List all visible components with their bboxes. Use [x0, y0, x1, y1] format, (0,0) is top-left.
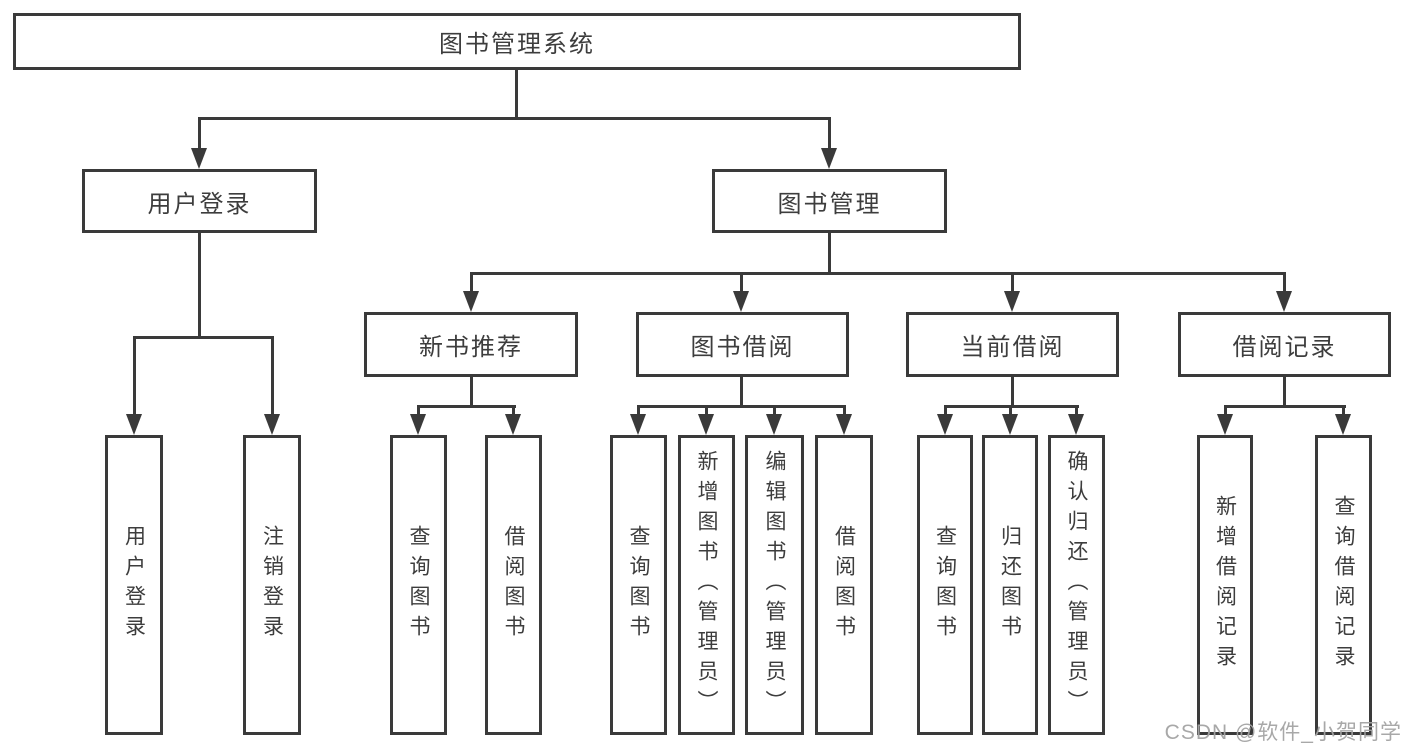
leaf-borrow-query: 查询图书: [610, 435, 667, 735]
arrowhead-br2: [1335, 414, 1351, 435]
connector-stem-bb2: [705, 405, 708, 417]
arrowhead-bb3: [766, 414, 782, 435]
leaf-newbook-query-label: 查询图书: [407, 525, 430, 645]
connector-stem-nb2: [512, 405, 515, 417]
leaf-borrow-edit-admin-label: 编辑图书（管理员）: [763, 450, 786, 720]
node-new-book-recommend: 新书推荐: [364, 312, 578, 377]
arrowhead-cb2: [1002, 414, 1018, 435]
connector-records-trunk: [1282, 377, 1286, 408]
connector-l3-split: [469, 272, 1286, 275]
connector-stem-cb2: [1008, 405, 1012, 417]
connector-user-login-split: [132, 336, 274, 339]
leaf-borrow-add-admin: 新增图书（管理员）: [678, 435, 735, 735]
connector-stem-cb3: [1075, 405, 1078, 417]
connector-stem-br1: [1223, 405, 1227, 417]
connector-stem-book-borrow: [739, 272, 743, 294]
leaf-user-login-label: 用户登录: [122, 525, 146, 645]
node-borrowing-records: 借阅记录: [1178, 312, 1391, 377]
connector-stem-bb3: [773, 405, 776, 417]
leaf-return-book: 归还图书: [982, 435, 1038, 735]
leaf-borrow-book-label: 借阅图书: [832, 525, 856, 645]
node-current-borrowing-label: 当前借阅: [960, 334, 1065, 361]
connector-stem-bb4: [842, 405, 846, 417]
connector-root-trunk: [514, 70, 518, 119]
leaf-add-borrow-record-label: 新增借阅记录: [1213, 495, 1237, 675]
connector-stem-bb1: [637, 405, 640, 417]
connector-borrow-split: [637, 405, 846, 408]
connector-records-split: [1223, 405, 1346, 408]
leaf-query-borrow-record-label: 查询借阅记录: [1332, 495, 1355, 675]
connector-stem-cb1: [943, 405, 947, 417]
arrowhead-cb1: [937, 414, 953, 435]
connector-stem-user-login: [197, 117, 201, 151]
arrowhead-current-borrow: [1004, 291, 1020, 312]
arrowhead-logout: [264, 414, 280, 435]
node-book-management: 图书管理: [712, 169, 947, 233]
arrowhead-borrow-records: [1276, 291, 1292, 312]
leaf-current-query-label: 查询图书: [933, 525, 957, 645]
arrowhead-login: [126, 414, 142, 435]
connector-borrow-trunk: [739, 377, 743, 408]
node-user-login-label: 用户登录: [147, 190, 252, 218]
connector-stem-book-mgmt: [827, 117, 831, 151]
connector-stem-nb1: [417, 405, 420, 417]
node-root: 图书管理系统: [13, 13, 1021, 70]
leaf-newbook-query: 查询图书: [390, 435, 447, 735]
node-current-borrowing: 当前借阅: [906, 312, 1119, 377]
csdn-watermark: CSDN @软件_小贺同学: [1164, 721, 1402, 744]
leaf-query-borrow-record: 查询借阅记录: [1315, 435, 1372, 735]
leaf-borrow-edit-admin: 编辑图书（管理员）: [745, 435, 804, 735]
arrowhead-book-borrow: [733, 291, 749, 312]
connector-stem-new-book: [469, 272, 473, 294]
leaf-newbook-borrow-label: 借阅图书: [502, 525, 525, 645]
node-borrowing-records-label: 借阅记录: [1232, 334, 1337, 361]
connector-book-mgmt-trunk: [827, 233, 831, 275]
connector-newbook-split: [417, 405, 516, 408]
arrowhead-br1: [1217, 414, 1233, 435]
arrowhead-bb2: [698, 414, 714, 435]
connector-stem-br2: [1342, 405, 1345, 417]
connector-stem-logout: [270, 336, 274, 416]
leaf-return-book-label: 归还图书: [998, 525, 1022, 645]
leaf-confirm-return-admin: 确认归还（管理员）: [1048, 435, 1105, 735]
arrowhead-user-login: [191, 148, 207, 169]
arrowhead-new-book: [463, 291, 479, 312]
leaf-borrow-add-admin-label: 新增图书（管理员）: [695, 450, 718, 720]
node-book-borrowing: 图书借阅: [636, 312, 849, 377]
arrowhead-nb2: [505, 414, 521, 435]
connector-stem-login: [132, 336, 136, 416]
connector-stem-borrow-records: [1282, 272, 1286, 294]
leaf-add-borrow-record: 新增借阅记录: [1197, 435, 1253, 735]
leaf-confirm-return-admin-label: 确认归还（管理员）: [1065, 450, 1088, 720]
arrowhead-bb4: [836, 414, 852, 435]
connector-current-trunk: [1010, 377, 1014, 408]
connector-stem-current-borrow: [1010, 272, 1014, 294]
arrowhead-cb3: [1068, 414, 1084, 435]
node-root-label: 图书管理系统: [439, 31, 595, 58]
leaf-newbook-borrow: 借阅图书: [485, 435, 542, 735]
leaf-logout-label: 注销登录: [260, 525, 284, 645]
connector-newbook-trunk: [469, 377, 473, 408]
leaf-logout: 注销登录: [243, 435, 301, 735]
arrowhead-bb1: [630, 414, 646, 435]
node-book-management-label: 图书管理: [777, 190, 882, 218]
leaf-borrow-book: 借阅图书: [815, 435, 873, 735]
leaf-current-query: 查询图书: [917, 435, 973, 735]
connector-l2-split: [197, 117, 831, 120]
leaf-user-login: 用户登录: [105, 435, 163, 735]
node-user-login: 用户登录: [82, 169, 317, 233]
connector-user-login-trunk: [197, 233, 201, 339]
arrowhead-book-mgmt: [821, 148, 837, 169]
node-book-borrowing-label: 图书借阅: [690, 334, 795, 361]
arrowhead-nb1: [410, 414, 426, 435]
node-new-book-recommend-label: 新书推荐: [419, 334, 523, 361]
leaf-borrow-query-label: 查询图书: [627, 525, 650, 645]
